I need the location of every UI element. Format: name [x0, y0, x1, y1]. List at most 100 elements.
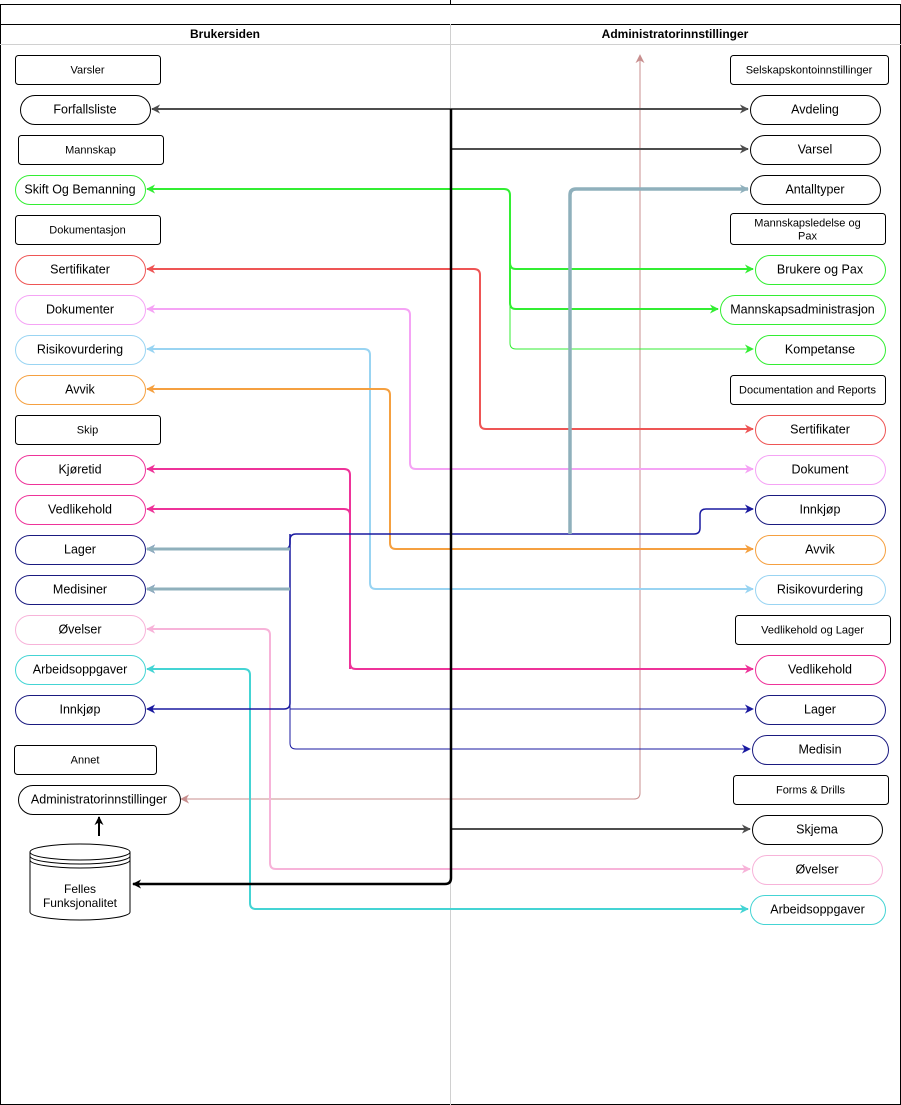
node-r_brukere[interactable]: Brukere og Pax [755, 255, 886, 285]
node-r_sertifikater-box [755, 415, 886, 445]
node-lager[interactable]: Lager [15, 535, 146, 565]
connector-c_antall [568, 184, 749, 534]
node-r_skjema[interactable]: Skjema [752, 815, 883, 845]
node-r_mannskapsledelse-label-line2: Pax [798, 231, 817, 243]
node-r_avvik-box [755, 535, 886, 565]
node-r_sertifikater-label: Sertifikater [790, 423, 850, 437]
node-r_risiko-label: Risikovurdering [777, 583, 863, 597]
node-vedlikehold[interactable]: Vedlikehold [15, 495, 146, 525]
node-arbeidsoppgaver-label: Arbeidsoppgaver [33, 663, 128, 677]
node-mannskap-label: Mannskap [65, 145, 116, 157]
node-skift-box [15, 175, 146, 205]
node-r_skjema-box [752, 815, 883, 845]
node-medisiner-label: Medisiner [53, 583, 107, 597]
lane-title-right: Administratorinnstillinger [602, 27, 749, 41]
node-r_selskap[interactable]: Selskapskontoinnstillinger [730, 55, 889, 85]
node-r_mannskapsledelse-label-line1: Mannskapsledelse og [754, 218, 860, 230]
node-vedlikehold-box [15, 495, 146, 525]
node-forfallsliste-label: Forfallsliste [53, 103, 116, 117]
node-skift[interactable]: Skift Og Bemanning [15, 175, 146, 205]
node-lager-box [15, 535, 146, 565]
node-r_brukere-label: Brukere og Pax [777, 263, 864, 277]
node-r_ovelser-label: Øvelser [795, 863, 838, 877]
node-r_vedlager[interactable]: Vedlikehold og Lager [735, 615, 891, 645]
node-r_kompetanse-label: Kompetanse [785, 343, 855, 357]
node-avvik-box [15, 375, 146, 405]
node-r_lager-label: Lager [804, 703, 836, 717]
node-medisiner[interactable]: Medisiner [15, 575, 146, 605]
node-r_lager[interactable]: Lager [755, 695, 886, 725]
node-admin-label: Administratorinnstillinger [31, 793, 167, 807]
node-r_docrep[interactable]: Documentation and Reports [730, 375, 886, 405]
database-label-line2: Funksjonalitet [43, 896, 118, 910]
node-innkjop-label: Innkjøp [60, 703, 101, 717]
node-r_forms[interactable]: Forms & Drills [733, 775, 889, 805]
node-r_kompetanse[interactable]: Kompetanse [755, 335, 886, 365]
node-r_mannskapsadm[interactable]: Mannskapsadministrasjon [720, 295, 886, 325]
node-skip[interactable]: Skip [15, 415, 161, 445]
connectors [94, 54, 754, 914]
node-r_antall[interactable]: Antalltyper [750, 175, 881, 205]
node-r_docrep-label: Documentation and Reports [739, 385, 876, 397]
node-mannskap[interactable]: Mannskap [18, 135, 164, 165]
node-kjoretid[interactable]: Kjøretid [15, 455, 146, 485]
node-r_avdeling[interactable]: Avdeling [750, 95, 881, 125]
node-r_dokument[interactable]: Dokument [755, 455, 886, 485]
node-annet[interactable]: Annet [14, 745, 157, 775]
connector-c_felles [132, 109, 453, 889]
node-dokumentasjon[interactable]: Dokumentasjon [15, 215, 161, 245]
node-forfallsliste[interactable]: Forfallsliste [20, 95, 151, 125]
node-dokumenter[interactable]: Dokumenter [15, 295, 146, 325]
node-medisiner-box [15, 575, 146, 605]
node-r_innkjop[interactable]: Innkjøp [755, 495, 886, 525]
node-ovelser-label: Øvelser [58, 623, 101, 637]
node-risikovurdering-box [15, 335, 146, 365]
connector-c_skift [509, 300, 754, 354]
node-arbeidsoppgaver-box [15, 655, 146, 685]
node-r_varsel[interactable]: Varsel [750, 135, 881, 165]
node-r_medisin[interactable]: Medisin [752, 735, 889, 765]
node-r_varsel-label: Varsel [798, 143, 833, 157]
node-risikovurdering[interactable]: Risikovurdering [15, 335, 146, 365]
node-annet-label: Annet [71, 755, 100, 767]
node-r_innkjop-label: Innkjøp [800, 503, 841, 517]
node-lager-label: Lager [64, 543, 96, 557]
node-arbeidsoppgaver[interactable]: Arbeidsoppgaver [15, 655, 146, 685]
node-risikovurdering-label: Risikovurdering [37, 343, 123, 357]
node-r_vedlikehold-label: Vedlikehold [788, 663, 852, 677]
node-r_arbeid-label: Arbeidsoppgaver [770, 903, 865, 917]
node-innkjop[interactable]: Innkjøp [15, 695, 146, 725]
node-sertifikater[interactable]: Sertifikater [15, 255, 146, 285]
node-kjoretid-label: Kjøretid [58, 463, 101, 477]
node-r_vedlikehold-box [755, 655, 886, 685]
node-r_medisin-label: Medisin [798, 743, 841, 757]
node-skip-label: Skip [77, 425, 98, 437]
node-avvik[interactable]: Avvik [15, 375, 146, 405]
node-r_ovelser[interactable]: Øvelser [752, 855, 883, 885]
node-admin[interactable]: Administratorinnstillinger [18, 785, 181, 815]
node-r_medisin-box [752, 735, 889, 765]
node-r_brukere-box [755, 255, 886, 285]
node-vedlikehold-label: Vedlikehold [48, 503, 112, 517]
node-ovelser[interactable]: Øvelser [15, 615, 146, 645]
node-r_avvik[interactable]: Avvik [755, 535, 886, 565]
node-ovelser-box [15, 615, 146, 645]
node-r_arbeid-box [750, 895, 886, 925]
node-r_selskap-box [730, 55, 889, 85]
node-r_varsel-box [750, 135, 881, 165]
node-mannskap-box [18, 135, 164, 165]
connector-c_arbeid [146, 664, 749, 914]
database-label-line1: Felles [64, 882, 96, 896]
node-r_antall-box [750, 175, 881, 205]
node-r_vedlikehold[interactable]: Vedlikehold [755, 655, 886, 685]
node-sertifikater-label: Sertifikater [50, 263, 110, 277]
node-r_risiko[interactable]: Risikovurdering [755, 575, 886, 605]
node-r_sertifikater[interactable]: Sertifikater [755, 415, 886, 445]
node-r_arbeid[interactable]: Arbeidsoppgaver [750, 895, 886, 925]
node-varsler[interactable]: Varsler [15, 55, 161, 85]
node-r_risiko-box [755, 575, 886, 605]
database-felles-funksjonalitet[interactable]: Felles Funksjonalitet [29, 843, 131, 921]
